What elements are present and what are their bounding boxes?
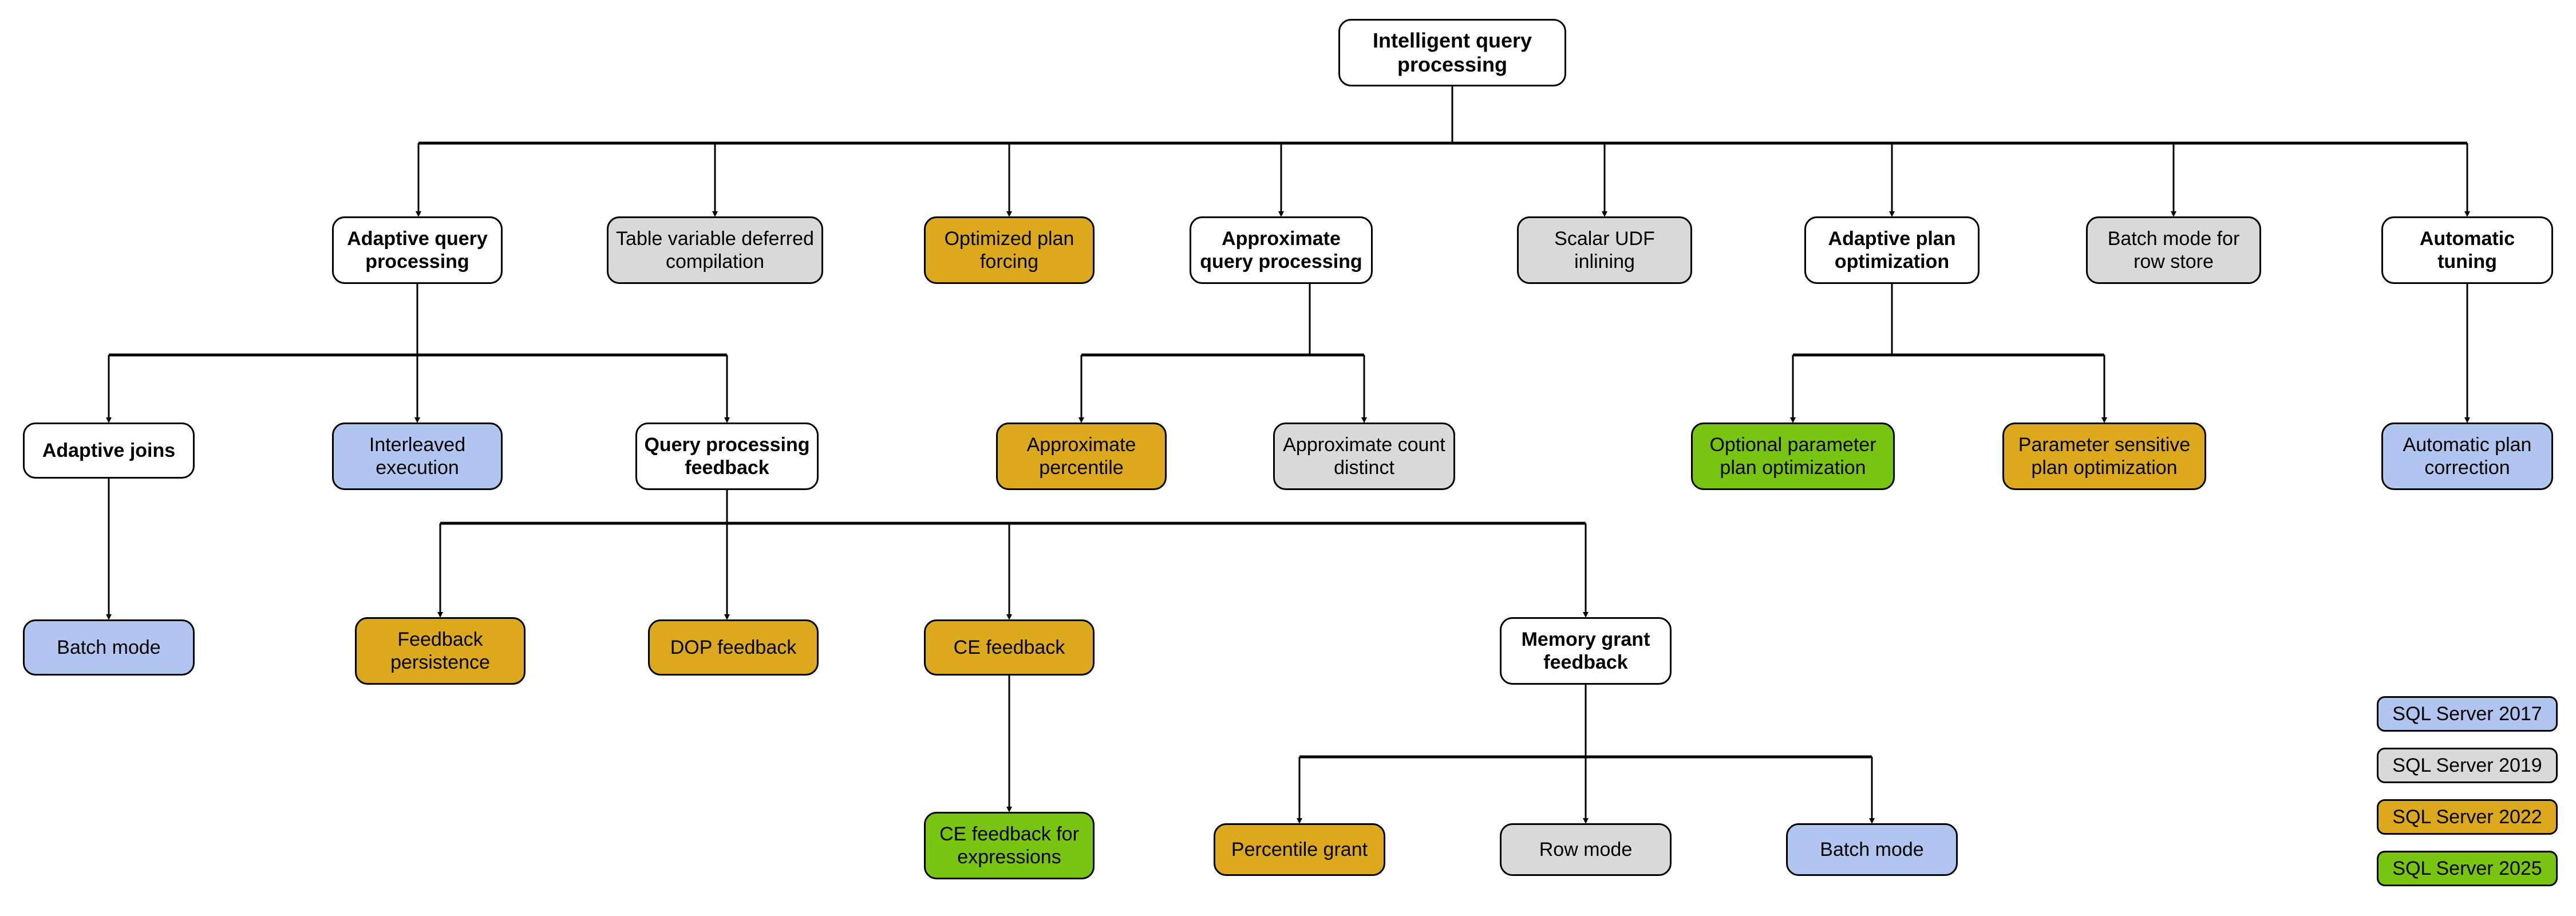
node-cefe[interactable]: CE feedback for expressions [924, 812, 1095, 879]
node-mgf[interactable]: Memory grant feedback [1500, 617, 1672, 685]
node-bm2[interactable]: Batch mode [1786, 823, 1958, 876]
node-label: Table variable deferred compilation [616, 227, 814, 273]
node-at[interactable]: Automatic tuning [2381, 216, 2553, 284]
node-label: Parameter sensitive plan optimization [2018, 433, 2191, 479]
legend-item-sql-server-2019[interactable]: SQL Server 2019 [2377, 748, 2558, 783]
node-root[interactable]: Intelligent query processing [1338, 19, 1566, 86]
node-label: Batch mode [1820, 838, 1924, 860]
node-label: Row mode [1539, 838, 1633, 860]
node-label: Automatic tuning [2419, 227, 2515, 273]
node-label: Feedback persistence [390, 628, 490, 673]
legend-label: SQL Server 2017 [2392, 702, 2542, 725]
node-label: Automatic plan correction [2403, 433, 2532, 479]
legend-label: SQL Server 2022 [2392, 806, 2542, 828]
node-label: Optimized plan forcing [944, 227, 1074, 273]
node-aj[interactable]: Adaptive joins [23, 423, 195, 479]
node-label: Scalar UDF inlining [1554, 227, 1655, 273]
node-label: CE feedback for expressions [939, 823, 1079, 868]
node-ie[interactable]: Interleaved execution [332, 423, 503, 490]
node-label: Percentile grant [1231, 838, 1368, 860]
node-bm1[interactable]: Batch mode [23, 619, 195, 676]
node-oppo[interactable]: Optional parameter plan optimization [1691, 423, 1895, 490]
node-apq[interactable]: Approximate query processing [1190, 216, 1373, 284]
node-label: Batch mode for row store [2107, 227, 2240, 273]
node-label: Query processing feedback [644, 433, 810, 479]
legend-label: SQL Server 2019 [2392, 754, 2542, 776]
legend-item-sql-server-2022[interactable]: SQL Server 2022 [2377, 799, 2558, 835]
legend-item-sql-server-2025[interactable]: SQL Server 2025 [2377, 851, 2558, 886]
node-dop[interactable]: DOP feedback [648, 619, 819, 676]
node-label: Memory grant feedback [1521, 628, 1650, 673]
node-label: Adaptive joins [42, 439, 176, 461]
node-rm[interactable]: Row mode [1500, 823, 1672, 876]
node-label: Approximate query processing [1200, 227, 1362, 273]
node-udf[interactable]: Scalar UDF inlining [1517, 216, 1692, 284]
node-aqp[interactable]: Adaptive query processing [332, 216, 503, 284]
node-bmrs[interactable]: Batch mode for row store [2086, 216, 2261, 284]
node-ap[interactable]: Approximate percentile [996, 423, 1167, 490]
node-qpf[interactable]: Query processing feedback [635, 423, 819, 490]
node-apc[interactable]: Automatic plan correction [2381, 423, 2553, 490]
node-fp[interactable]: Feedback persistence [355, 617, 526, 685]
node-label: DOP feedback [670, 636, 797, 658]
node-label: Adaptive plan optimization [1828, 227, 1956, 273]
node-label: Adaptive query processing [347, 227, 488, 273]
node-label: Intelligent query processing [1372, 28, 1532, 76]
node-apo[interactable]: Adaptive plan optimization [1804, 216, 1980, 284]
node-label: Approximate percentile [1026, 433, 1136, 479]
node-pg[interactable]: Percentile grant [1214, 823, 1385, 876]
node-opf[interactable]: Optimized plan forcing [924, 216, 1095, 284]
node-acd[interactable]: Approximate count distinct [1273, 423, 1455, 490]
node-tvdc[interactable]: Table variable deferred compilation [607, 216, 823, 284]
node-pspo[interactable]: Parameter sensitive plan optimization [2002, 423, 2206, 490]
node-label: Batch mode [57, 636, 161, 658]
legend-label: SQL Server 2025 [2392, 857, 2542, 879]
node-label: Optional parameter plan optimization [1709, 433, 1876, 479]
legend-item-sql-server-2017[interactable]: SQL Server 2017 [2377, 696, 2558, 732]
node-label: CE feedback [953, 636, 1065, 658]
node-label: Approximate count distinct [1283, 433, 1445, 479]
node-cef[interactable]: CE feedback [924, 619, 1095, 676]
node-label: Interleaved execution [369, 433, 466, 479]
